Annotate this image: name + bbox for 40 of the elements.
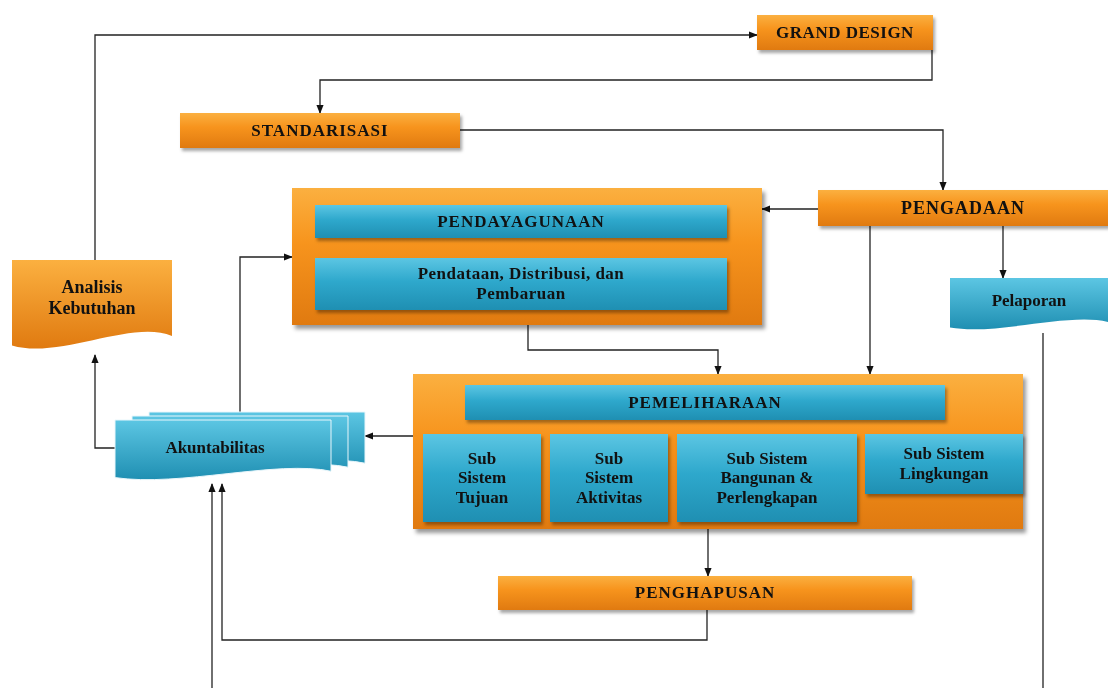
process-box bbox=[498, 576, 912, 610]
node-label: Sub Sistem Bangunan & Perlengkapan bbox=[715, 448, 819, 508]
arrow bbox=[999, 225, 1007, 279]
node-label: Pendataan, Distribusi, dan Pembaruan bbox=[416, 264, 626, 304]
process-box bbox=[818, 190, 1108, 226]
arrow bbox=[316, 49, 933, 114]
node-label: PENDAYAGUNAAN bbox=[437, 211, 605, 232]
arrow bbox=[239, 253, 293, 413]
arrow bbox=[459, 129, 947, 191]
node-label: PENGHAPUSAN bbox=[634, 583, 776, 603]
arrow bbox=[364, 432, 414, 440]
node-label: STANDARISASI bbox=[251, 120, 389, 141]
process-box bbox=[865, 434, 1023, 494]
arrow bbox=[91, 354, 116, 449]
node-label: Pelaporan bbox=[991, 290, 1067, 311]
node-label: GRAND DESIGN bbox=[776, 22, 914, 43]
process-box bbox=[465, 385, 945, 420]
arrow bbox=[704, 528, 712, 577]
arrow bbox=[866, 225, 874, 375]
arrow bbox=[94, 31, 758, 261]
group-panel bbox=[292, 188, 762, 325]
arrow bbox=[761, 205, 819, 213]
process-box bbox=[423, 434, 541, 522]
node-label: Sub Sistem Lingkungan bbox=[898, 444, 990, 484]
process-box bbox=[315, 205, 727, 238]
arrow bbox=[527, 324, 722, 375]
process-box bbox=[677, 434, 857, 522]
process-box bbox=[757, 15, 933, 50]
group-panel bbox=[413, 374, 1023, 529]
process-box bbox=[550, 434, 668, 522]
arrow bbox=[208, 483, 216, 688]
process-box bbox=[180, 113, 460, 148]
node-label: Sub Sistem Aktivitas bbox=[574, 448, 644, 508]
node-label: Analisis Kebutuhan bbox=[47, 276, 137, 319]
process-box bbox=[315, 258, 727, 310]
node-label: Sub Sistem Tujuan bbox=[454, 448, 510, 508]
node-label: PENGADAAN bbox=[901, 197, 1025, 219]
arrow bbox=[218, 483, 708, 641]
node-label: Akuntabilitas bbox=[165, 438, 265, 458]
node-label: PEMELIHARAAN bbox=[628, 392, 782, 413]
